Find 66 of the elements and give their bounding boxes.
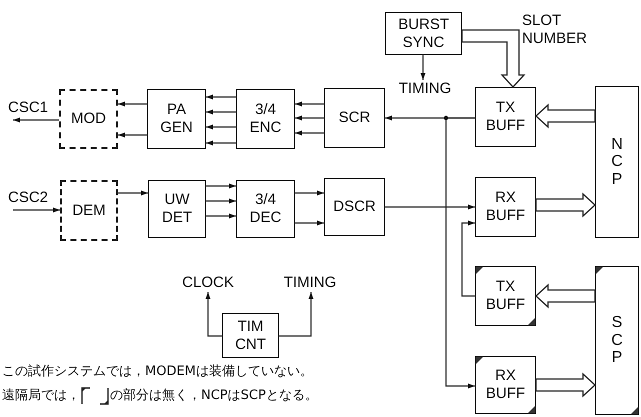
arrow: [295, 116, 324, 120]
signal-label: TIMING: [398, 80, 452, 98]
arrow: [295, 220, 324, 226]
arrow: [445, 117, 475, 388]
block-label: RX BUFF: [486, 189, 526, 225]
block-box: [475, 87, 536, 147]
block-box: [59, 89, 118, 149]
arrow: [461, 220, 475, 297]
note-text: この試作システムでは，MODEMは装備していない。: [2, 363, 313, 381]
block-label: TX BUFF: [486, 278, 526, 314]
note-text: の部分は無く，NCPはSCPとなる。: [110, 387, 318, 405]
block-box: [595, 266, 639, 415]
arrow: [118, 190, 148, 196]
block-box: [475, 356, 536, 414]
hollow-arrow: [535, 104, 596, 128]
arrow: [206, 110, 236, 114]
hollow-arrow: [461, 29, 526, 88]
arrow: [118, 102, 147, 106]
block-label: TIM CNT: [235, 318, 266, 354]
block-label: 3/4 ENC: [250, 101, 282, 137]
hollow-arrow: [535, 192, 596, 218]
block-label: SCP: [611, 314, 623, 367]
block-box: [595, 86, 639, 238]
block-box: [475, 266, 536, 326]
block-box: [475, 177, 536, 237]
hollow-arrow: [535, 284, 596, 308]
block-box: [236, 89, 295, 149]
block-box: [385, 12, 462, 55]
arrow: [118, 132, 147, 138]
arrow: [206, 198, 236, 204]
block-box: [324, 88, 385, 148]
arrow: [385, 204, 475, 210]
block-box: [222, 313, 279, 358]
block-box: [236, 180, 295, 238]
block-label: NCP: [611, 136, 623, 188]
block-box: [148, 180, 206, 238]
arrow: [206, 94, 236, 100]
block-label: RX BUFF: [486, 367, 526, 403]
block-label: SCR: [338, 109, 370, 127]
arrow: [279, 292, 314, 337]
block-label: MOD: [71, 110, 106, 128]
signal-label: CLOCK: [182, 274, 234, 292]
block-label: UW DET: [162, 191, 192, 227]
block-box: [60, 180, 118, 241]
arrow: [206, 214, 236, 218]
arrow: [206, 184, 236, 188]
arrow: [420, 55, 426, 80]
arrow: [206, 292, 222, 337]
block-label: DSCR: [333, 198, 376, 216]
block-label: 3/4 DEC: [250, 191, 282, 227]
arrow: [13, 208, 60, 212]
arrow: [13, 118, 59, 122]
arrow: [295, 102, 324, 106]
note-text: 遠隔局では，: [2, 387, 80, 405]
arrow: [295, 130, 324, 136]
arrow: [206, 124, 236, 130]
arrow: [206, 140, 236, 146]
block-box: [147, 89, 206, 149]
hollow-arrow: [535, 372, 596, 398]
signal-label: TIMING: [284, 274, 336, 292]
block-label: DEM: [72, 202, 106, 220]
block-box: [324, 178, 385, 236]
arrow: [295, 190, 324, 196]
block-label: PA GEN: [160, 101, 193, 137]
block-label: TX BUFF: [486, 99, 526, 135]
block-label: BURST SYNC: [398, 16, 449, 52]
